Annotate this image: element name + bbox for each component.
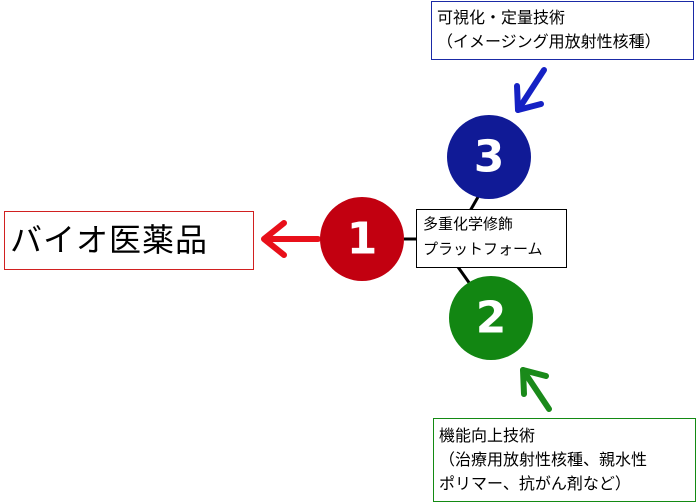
node-2: 2 [449, 276, 533, 360]
function-label-line2: （治療用放射性核種、親水性 [439, 450, 648, 469]
node-1-label: 1 [347, 214, 378, 265]
function-enhancement-box [433, 418, 696, 502]
imaging-technology-box [431, 1, 694, 60]
connector-line-3 [468, 196, 480, 212]
red-arrow-icon [261, 220, 321, 258]
node-2-circle [449, 276, 533, 360]
node-3-label: 3 [474, 132, 505, 183]
function-label-line3: ポリマー、抗がん剤など） [439, 474, 631, 493]
biopharmaceutical-box [4, 211, 254, 270]
platform-label-line2: プラットフォーム [423, 240, 543, 258]
imaging-label-line1: 可視化・定量技術 [437, 8, 566, 27]
green-arrow-icon [520, 367, 552, 412]
platform-label-line1: 多重化学修飾 [423, 215, 514, 233]
platform-box [416, 209, 567, 268]
node-3: 3 [447, 115, 531, 199]
blue-arrow-icon [514, 67, 547, 113]
node-3-circle [447, 115, 531, 199]
imaging-label-line2: （イメージング用放射性核種） [437, 32, 661, 51]
node-1: 1 [320, 197, 404, 281]
function-label-line1: 機能向上技術 [439, 426, 536, 445]
biopharmaceutical-label: バイオ医薬品 [10, 221, 209, 259]
node-2-label: 2 [476, 293, 507, 344]
connector-line-2 [456, 266, 472, 285]
node-1-circle [320, 197, 404, 281]
